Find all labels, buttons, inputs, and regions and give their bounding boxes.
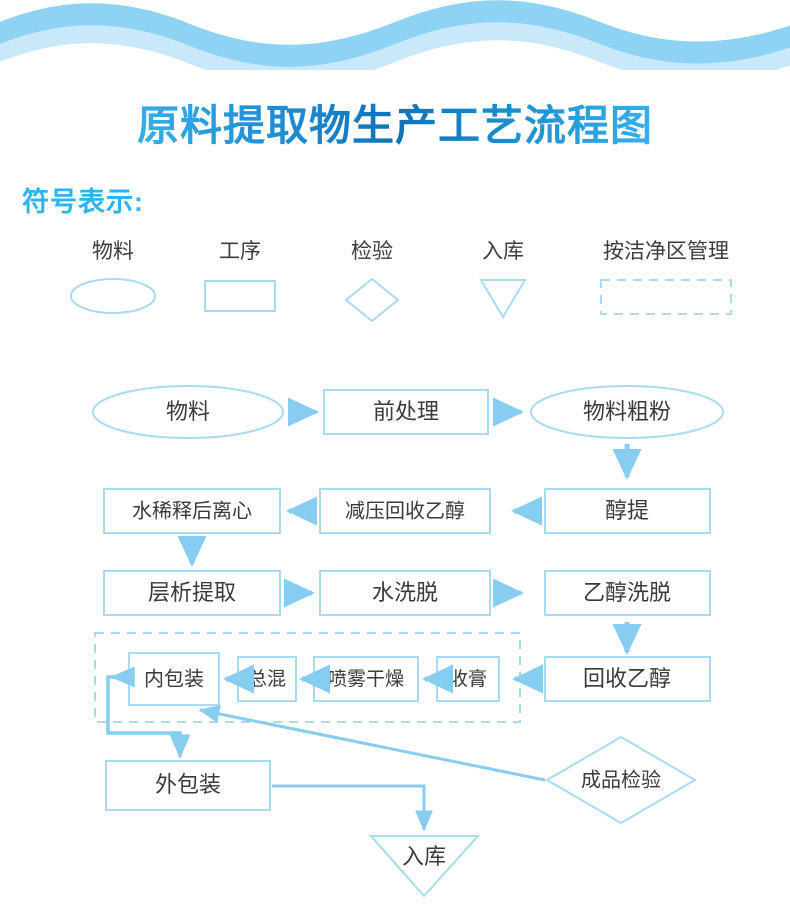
- node-label-total-mixing: 总混: [248, 668, 286, 690]
- node-label-material: 物料: [166, 399, 210, 424]
- node-water-dilution-centrifuge[interactable]: [103, 488, 281, 534]
- wave-header-decoration: [0, 0, 790, 70]
- node-chromatography-extraction[interactable]: [103, 570, 281, 616]
- node-coarse-powder[interactable]: [530, 385, 724, 439]
- node-finished-product-inspection[interactable]: [545, 735, 697, 825]
- legend-item-warehouse: 入库: [443, 238, 563, 324]
- wave-upper-band: [0, 0, 790, 67]
- page-title: 原料提取物生产工艺流程图: [0, 92, 790, 153]
- node-label-finished-product-inspection: 成品检验: [581, 768, 661, 791]
- node-label-spray-drying: 喷雾干燥: [328, 668, 404, 690]
- legend-item-material: 物料: [53, 238, 173, 324]
- node-warehousing[interactable]: [368, 835, 481, 898]
- edge-outer-packaging-to-warehousing: [272, 784, 433, 832]
- node-label-warehousing: 入库: [402, 844, 446, 869]
- legend-label-process: 工序: [219, 240, 261, 263]
- node-label-extract-collection: 收膏: [449, 667, 487, 690]
- dashed-rectangle-icon: [570, 276, 762, 324]
- node-pretreatment[interactable]: [323, 389, 489, 435]
- edge-inspection-to-inner-packaging: [198, 705, 546, 782]
- node-label-inner-packaging: 内包装: [144, 667, 204, 690]
- legend-label-warehouse: 入库: [482, 240, 524, 263]
- node-label-water-dilution-centrifuge: 水稀释后离心: [132, 499, 252, 522]
- legend-item-inspection: 检验: [312, 238, 432, 324]
- legend-label-clean-area: 按洁净区管理: [603, 240, 729, 263]
- node-vacuum-ethanol-recovery[interactable]: [319, 488, 491, 534]
- node-ethanol-recovery[interactable]: [544, 656, 711, 702]
- node-spray-drying[interactable]: [313, 656, 419, 702]
- node-outer-packaging[interactable]: [105, 760, 271, 811]
- rectangle-icon: [180, 276, 300, 324]
- node-material[interactable]: [92, 385, 284, 439]
- node-label-coarse-powder: 物料粗粉: [583, 399, 671, 424]
- legend-item-clean-area: 按洁净区管理: [570, 238, 762, 324]
- legend-heading: 符号表示:: [22, 187, 144, 217]
- node-label-pretreatment: 前处理: [373, 399, 439, 424]
- legend-label-inspection: 检验: [351, 240, 393, 263]
- node-label-vacuum-ethanol-recovery: 减压回收乙醇: [345, 499, 465, 522]
- legend-row: 物料 工序 检验 入库: [0, 238, 790, 338]
- node-label-outer-packaging: 外包装: [155, 772, 221, 797]
- node-label-ethanol-elution: 乙醇洗脱: [583, 580, 671, 605]
- node-alcohol-extraction[interactable]: [544, 488, 711, 534]
- node-ethanol-elution[interactable]: [544, 570, 711, 616]
- node-label-water-elution: 水洗脱: [372, 580, 438, 605]
- node-label-alcohol-extraction: 醇提: [605, 498, 649, 523]
- ellipse-icon: [53, 276, 173, 324]
- legend-label-material: 物料: [92, 240, 134, 263]
- triangle-down-icon: [443, 276, 563, 324]
- node-water-elution[interactable]: [319, 570, 491, 616]
- node-label-chromatography-extraction: 层析提取: [148, 580, 236, 605]
- legend-item-process: 工序: [180, 238, 300, 324]
- node-label-ethanol-recovery: 回收乙醇: [583, 666, 671, 691]
- diamond-icon: [312, 276, 432, 324]
